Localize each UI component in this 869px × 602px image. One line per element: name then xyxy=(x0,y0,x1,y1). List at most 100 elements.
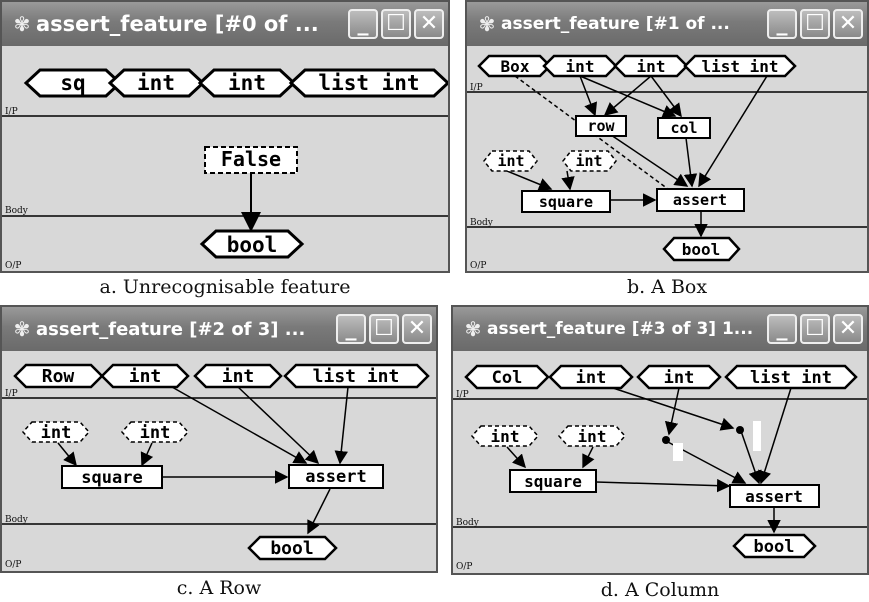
svg-text:int: int xyxy=(637,57,666,76)
close-button[interactable]: ✕ xyxy=(833,9,863,39)
maximize-icon: ☐ xyxy=(805,11,825,36)
svg-text:int: int xyxy=(140,423,171,443)
input-node-int[interactable]: int xyxy=(636,364,722,390)
input-node-int[interactable]: int xyxy=(542,54,618,78)
output-node-bool[interactable]: bool xyxy=(247,535,338,561)
title-bar[interactable]: ✾ assert_feature [#0 of ... _ ☐ ✕ xyxy=(2,2,448,46)
svg-text:int: int xyxy=(575,152,602,170)
input-node-type[interactable]: Row xyxy=(13,363,104,389)
svg-text:int: int xyxy=(491,427,520,446)
title-bar[interactable]: ✾ assert_feature [#1 of ... _ ☐ ✕ xyxy=(467,2,867,46)
input-node-int[interactable]: int xyxy=(613,54,689,78)
output-node-bool[interactable]: bool xyxy=(732,533,817,559)
title-bar[interactable]: ✾ assert_feature [#2 of 3] ... _ ☐ ✕ xyxy=(2,307,436,351)
input-node-type[interactable]: Box xyxy=(477,54,552,78)
variable-node-int[interactable]: int xyxy=(470,425,540,447)
function-node-assert[interactable]: assert xyxy=(729,484,820,508)
svg-text:list int: list int xyxy=(750,368,832,388)
panel-d: ✾ assert_feature [#3 of 3] 1... _ ☐ ✕ I/… xyxy=(451,305,869,602)
svg-text:int: int xyxy=(497,152,524,170)
caption: b. A Box xyxy=(626,276,708,298)
input-node-int[interactable]: int xyxy=(197,68,297,98)
svg-text:int: int xyxy=(137,71,175,95)
minimize-button[interactable]: _ xyxy=(336,314,366,344)
render-artifact xyxy=(753,421,761,451)
svg-text:list int: list int xyxy=(701,57,778,76)
close-button[interactable]: ✕ xyxy=(833,314,863,344)
variable-node-int[interactable]: int xyxy=(483,150,538,172)
junction-dot xyxy=(736,426,744,434)
function-node-col[interactable]: col xyxy=(657,117,711,139)
minimize-button[interactable]: _ xyxy=(767,9,797,39)
close-icon: ✕ xyxy=(838,316,858,341)
minimize-icon: _ xyxy=(776,316,788,341)
svg-text:square: square xyxy=(539,193,593,211)
input-node-int[interactable]: int xyxy=(548,364,634,390)
svg-text:square: square xyxy=(81,468,142,488)
svg-text:square: square xyxy=(524,472,582,491)
input-node-list-int[interactable]: list int xyxy=(288,68,448,98)
svg-text:list int: list int xyxy=(318,71,419,95)
input-node-list-int[interactable]: list int xyxy=(283,363,430,389)
svg-text:assert: assert xyxy=(305,467,366,487)
function-node-square[interactable]: square xyxy=(61,465,163,489)
function-node-assert[interactable]: assert xyxy=(656,188,745,212)
input-node-list-int[interactable]: list int xyxy=(724,364,858,390)
close-button[interactable]: ✕ xyxy=(402,314,432,344)
input-node-type[interactable]: sq xyxy=(23,68,123,98)
svg-text:bool: bool xyxy=(227,233,278,257)
svg-text:int: int xyxy=(222,366,255,387)
app-icon: ✾ xyxy=(13,317,31,341)
input-node-list-int[interactable]: list int xyxy=(683,54,797,78)
caption: d. A Column xyxy=(600,579,720,601)
variable-node-int[interactable]: int xyxy=(562,150,617,172)
svg-text:list int: list int xyxy=(313,366,400,387)
variable-node-int[interactable]: int xyxy=(557,425,627,447)
input-node-type[interactable]: Col xyxy=(464,364,550,390)
svg-text:int: int xyxy=(578,427,607,446)
diagram-canvas: I/P Body O/P Col int int list int xyxy=(453,364,867,572)
maximize-button[interactable]: ☐ xyxy=(381,9,411,39)
maximize-icon: ☐ xyxy=(374,316,394,341)
maximize-button[interactable]: ☐ xyxy=(800,314,830,344)
function-node-assert[interactable]: assert xyxy=(288,464,384,489)
function-node-row[interactable]: row xyxy=(575,115,627,137)
panel-b: ✾ assert_feature [#1 of ... _ ☐ ✕ I/P Bo… xyxy=(465,0,869,305)
caption: a. Unrecognisable feature xyxy=(99,276,351,298)
diagram-canvas: I/P Body O/P Row int int list int xyxy=(2,363,436,570)
op-label: O/P xyxy=(456,562,472,572)
diagram-canvas: I/P Body O/P sq int int list int xyxy=(2,68,448,271)
edges xyxy=(57,386,349,535)
svg-text:Box: Box xyxy=(501,57,530,76)
title-bar[interactable]: ✾ assert_feature [#3 of 3] 1... _ ☐ ✕ xyxy=(453,307,867,351)
output-node-bool[interactable]: bool xyxy=(199,229,305,259)
close-icon: ✕ xyxy=(407,316,427,341)
close-button[interactable]: ✕ xyxy=(414,9,444,39)
app-icon: ✾ xyxy=(464,317,482,341)
app-icon: ✾ xyxy=(13,12,31,36)
input-node-int[interactable]: int xyxy=(107,68,206,98)
variable-node-int[interactable]: int xyxy=(21,421,91,443)
input-node-int[interactable]: int xyxy=(193,363,283,389)
function-node-square[interactable]: square xyxy=(521,190,611,213)
svg-text:int: int xyxy=(576,368,607,388)
output-node-bool[interactable]: bool xyxy=(662,236,741,262)
ip-label: I/P xyxy=(5,389,18,399)
svg-text:assert: assert xyxy=(673,191,727,209)
input-node-int[interactable]: int xyxy=(100,363,190,389)
ip-label: I/P xyxy=(470,83,483,93)
svg-text:col: col xyxy=(670,119,697,137)
maximize-icon: ☐ xyxy=(386,11,406,36)
maximize-button[interactable]: ☐ xyxy=(369,314,399,344)
op-label: O/P xyxy=(470,261,486,271)
constant-node-false[interactable]: False xyxy=(204,146,298,174)
variable-node-int[interactable]: int xyxy=(120,421,190,443)
junction-dot xyxy=(662,436,670,444)
ip-label: I/P xyxy=(456,390,469,400)
op-label: O/P xyxy=(5,261,21,271)
minimize-button[interactable]: _ xyxy=(348,9,378,39)
minimize-button[interactable]: _ xyxy=(767,314,797,344)
maximize-button[interactable]: ☐ xyxy=(800,9,830,39)
function-node-square[interactable]: square xyxy=(509,469,597,493)
ip-label: I/P xyxy=(5,107,18,117)
